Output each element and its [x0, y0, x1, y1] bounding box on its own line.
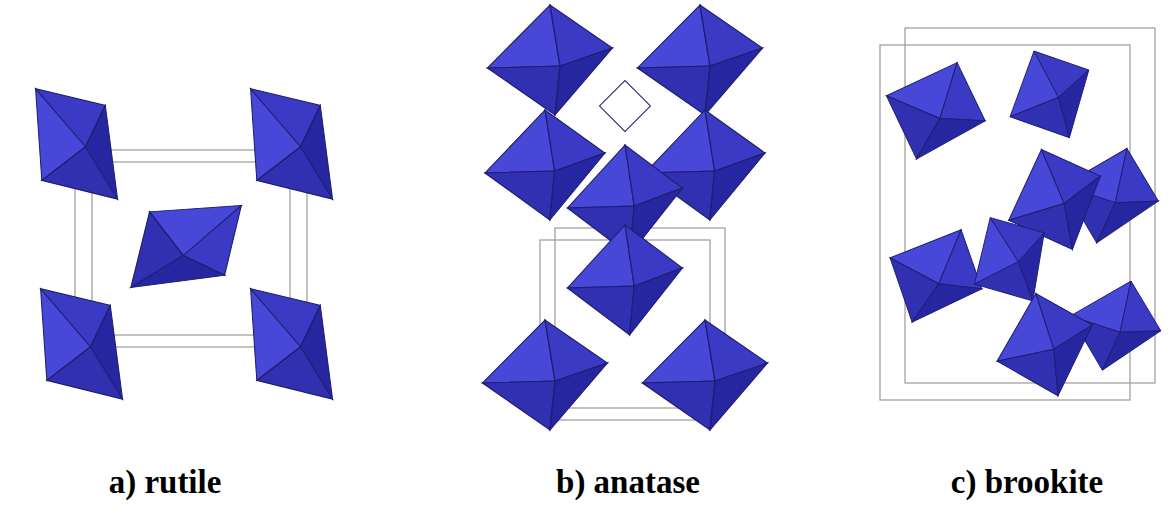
brookite-structure — [868, 28, 1170, 405]
structure-label: c) brookite — [951, 464, 1103, 500]
rutile-structure — [0, 61, 368, 428]
structure-label: b) anatase — [556, 464, 700, 500]
structure-label: a) rutile — [109, 464, 222, 500]
anatase-structure — [483, 5, 768, 430]
